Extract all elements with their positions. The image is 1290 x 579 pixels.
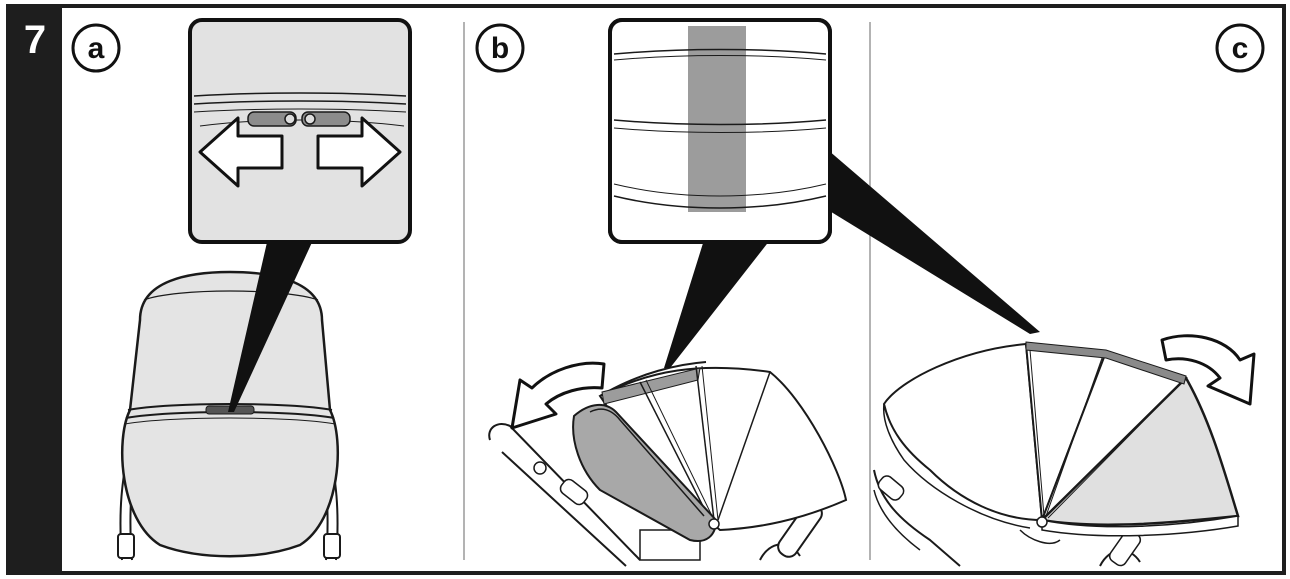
arrow-left-icon — [198, 116, 284, 188]
panel-a: a — [71, 18, 412, 561]
canopy-side-view-b — [572, 361, 848, 542]
panel-label-c: c — [1215, 23, 1265, 73]
stroller-frame-c — [873, 469, 1142, 567]
step-number: 7 — [23, 18, 47, 62]
panel-b: b — [475, 18, 848, 567]
panel-c: c — [873, 23, 1265, 567]
panel-label-c-text: c — [1232, 32, 1249, 65]
step-bar: 7 — [8, 6, 62, 573]
arrow-right-icon — [316, 116, 402, 188]
callout-pointer-c — [828, 150, 1040, 334]
panel-label-b-text: b — [491, 32, 509, 65]
rotate-counterclockwise-arrow-icon — [510, 361, 606, 430]
canopy-top-view — [117, 270, 341, 561]
callout-pointer-b — [664, 240, 770, 368]
inset-canopy-strip-closeup — [608, 18, 832, 244]
panel-label-a-text: a — [88, 32, 105, 65]
inset-zipper-closeup — [188, 18, 412, 244]
panel-label-a: a — [71, 23, 121, 73]
panel-label-b: b — [475, 23, 525, 73]
stroller-frame-b — [488, 422, 823, 567]
rotate-clockwise-arrow-icon — [1160, 334, 1256, 406]
canopy-side-view-c — [882, 341, 1240, 544]
callout-pointer-a — [228, 238, 314, 412]
